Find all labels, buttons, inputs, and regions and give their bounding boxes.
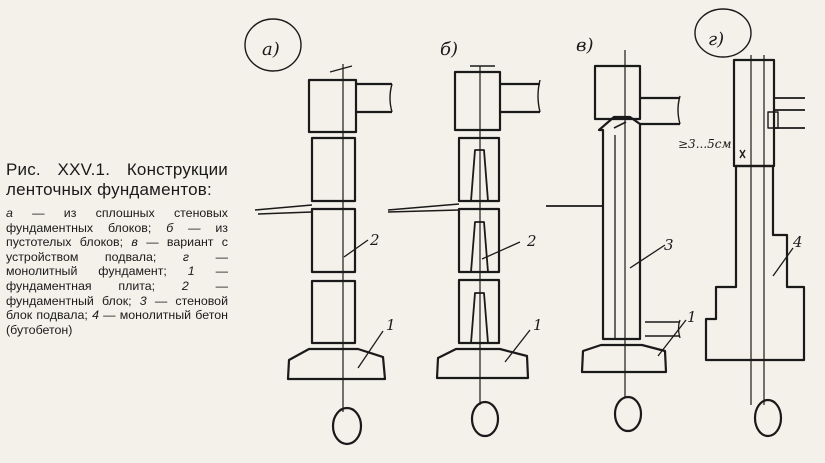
wall-block xyxy=(307,78,358,134)
caption-text: — вариант с устройством подвала; xyxy=(6,235,228,264)
panel-label-d: г) xyxy=(708,29,724,50)
caption-body: а — из сплошных стеновых фундаментных бл… xyxy=(6,206,228,337)
foundation-plate xyxy=(435,347,530,380)
panel-label-circle-a xyxy=(244,18,302,72)
caption-marker: 2 xyxy=(181,278,189,293)
wall-block xyxy=(593,64,642,121)
panel-label-b: б) xyxy=(440,39,458,60)
callout-2-a: 2 xyxy=(369,231,380,249)
caption-marker: а xyxy=(6,206,13,220)
panel-c xyxy=(546,50,687,433)
caption-marker: б xyxy=(166,220,174,235)
hollow-block xyxy=(457,278,501,345)
panel-label-a: а) xyxy=(262,39,280,60)
ground-ellipse xyxy=(753,398,783,438)
hollow-block xyxy=(457,136,501,203)
panel-label-circle-d xyxy=(694,8,752,58)
caption-text: — фундаментная плита; xyxy=(6,264,228,293)
ground-ellipse xyxy=(613,395,643,433)
foundation-block xyxy=(310,136,357,203)
callout-1-c: 1 xyxy=(687,308,697,326)
panel-b xyxy=(387,65,541,438)
caption-text: — из пустотелых блоков; xyxy=(6,220,228,250)
caption-marker: 3 xyxy=(139,293,147,308)
callout-1-a: 1 xyxy=(386,316,396,334)
caption-text: — из сплошных стеновых фундаментных блок… xyxy=(6,206,228,235)
foundation-block xyxy=(310,207,357,274)
callout-2-b: 2 xyxy=(526,232,537,250)
callout-1-b: 1 xyxy=(533,316,543,334)
callout-3-c: 3 xyxy=(664,236,674,254)
caption-marker: 4 xyxy=(92,308,99,323)
caption-text: — фундаментный блок; xyxy=(6,278,228,308)
ground-ellipse xyxy=(331,406,363,446)
panel-label-c: в) xyxy=(576,35,594,56)
basement-wall-block xyxy=(597,115,642,341)
ground-ellipse xyxy=(470,400,500,438)
panel-d xyxy=(694,8,806,438)
foundation-plate xyxy=(580,343,668,374)
caption-title: Рис. XXV.1. Конструкции ленточных фундам… xyxy=(6,160,228,199)
caption-marker: г xyxy=(182,249,190,264)
foundation-plate xyxy=(286,347,387,381)
dimension-label: ≥3...5см xyxy=(678,137,731,151)
panel-a xyxy=(244,18,393,446)
caption-text: — монолитный фундамент; xyxy=(6,249,228,279)
caption-text: — монолитный бетон (бутобетон) xyxy=(6,308,229,337)
caption-marker: 1 xyxy=(187,264,195,279)
figure-caption: Рис. XXV.1. Конструкции ленточных фундам… xyxy=(6,160,228,337)
hollow-block xyxy=(457,207,501,274)
callout-4-d: 4 xyxy=(792,233,803,251)
wall-block xyxy=(453,70,502,132)
monolithic-foundation xyxy=(704,164,806,362)
foundation-block xyxy=(310,279,357,345)
caption-marker: в xyxy=(131,235,138,250)
caption-text: — стеновой блок подвала; xyxy=(6,293,228,323)
